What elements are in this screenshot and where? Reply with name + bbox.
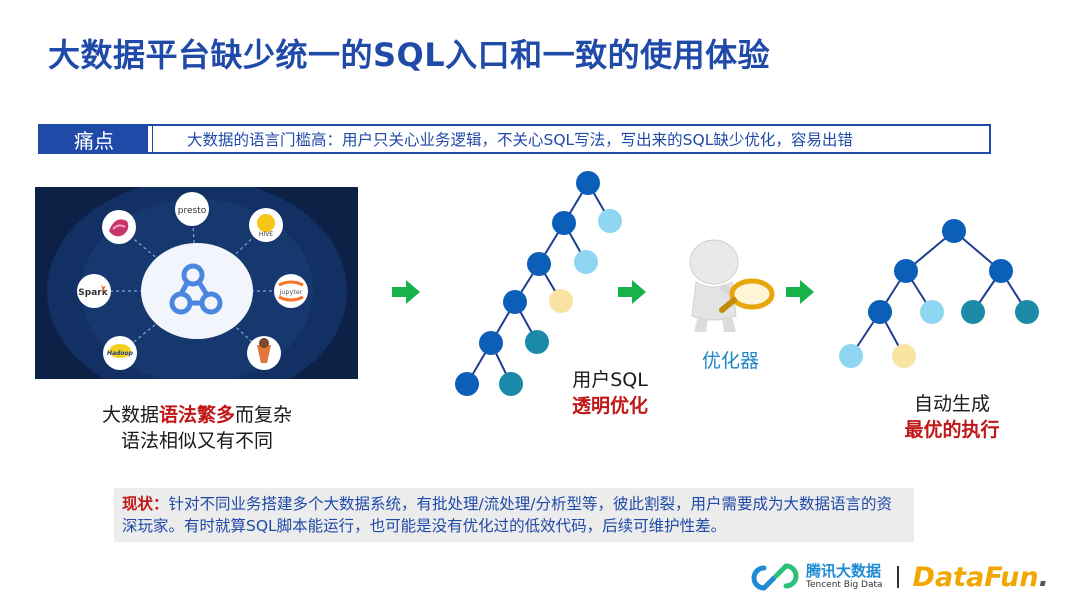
left-caption-line2: 语法相似又有不同 [120, 430, 273, 452]
tree-node [499, 372, 523, 396]
status-text: 针对不同业务搭建多个大数据系统，有批处理/流处理/分析型等，彼此割裂，用户需要成… [122, 495, 892, 535]
tree-node [574, 250, 598, 274]
engine-hive-label: HIVE [259, 231, 273, 238]
tree-node [839, 344, 863, 368]
user-sql-tree [455, 171, 622, 396]
unified-sql-logo-icon [169, 263, 223, 315]
flow-arrow-icon [618, 280, 646, 304]
tree-node [527, 252, 551, 276]
flow-arrow-icon [786, 280, 814, 304]
tencent-brand: 腾讯大数据 Tencent Big Data [806, 563, 883, 591]
tree-node [525, 330, 549, 354]
left-caption-highlight: 语法繁多 [158, 404, 235, 426]
tencent-cloud-logo-icon [751, 563, 799, 591]
tree-node [989, 259, 1013, 283]
engine-jupyter-label: jupyter [278, 288, 302, 296]
engine-spark-icon: Spark [77, 274, 111, 308]
status-box: 现状：针对不同业务搭建多个大数据系统，有批处理/流处理/分析型等，彼此割裂，用户… [114, 488, 914, 542]
pain-point-text: 大数据的语言门槛高：用户只关心业务逻辑，不关心SQL写法，写出来的SQL缺少优化… [152, 126, 989, 152]
left-caption-post: 而复杂 [235, 404, 293, 426]
hub-center [141, 243, 253, 339]
page-title: 大数据平台缺少统一的SQL入口和一致的使用体验 [48, 36, 771, 74]
optimizer-label: 优化器 [702, 350, 760, 372]
user-sql-caption: 用户SQL 透明优化 [555, 367, 665, 419]
engine-kafka-icon [247, 336, 281, 370]
tencent-sub: Tencent Big Data [806, 580, 883, 590]
engine-presto-icon: presto [175, 192, 209, 226]
tree-node [892, 344, 916, 368]
tree-node [549, 289, 573, 313]
tree-node [942, 219, 966, 243]
user-sql-caption-line2: 透明优化 [571, 395, 648, 417]
optimizer-magnifier-icon [689, 239, 775, 332]
tree-node [961, 300, 985, 324]
tree-node [598, 209, 622, 233]
user-sql-caption-line1: 用户SQL [572, 369, 648, 391]
engine-spark-label: Spark [78, 288, 108, 298]
datafun-name: DataFun [912, 561, 1039, 593]
footer-divider [896, 566, 899, 588]
tree-node [868, 300, 892, 324]
tree-node [503, 290, 527, 314]
tree-node [920, 300, 944, 324]
status-label: 现状： [122, 495, 169, 513]
datafun-logo: DataFun. [913, 562, 1049, 593]
auto-gen-caption-line1: 自动生成 [913, 393, 990, 415]
tree-node [576, 171, 600, 195]
auto-gen-caption: 自动生成 最优的执行 [888, 391, 1016, 443]
left-caption: 大数据语法繁多而复杂 语法相似又有不同 [83, 402, 311, 454]
datafun-dot: . [1038, 561, 1049, 593]
left-caption-pre: 大数据 [101, 404, 159, 426]
optimized-tree [839, 219, 1039, 368]
engine-presto-label: presto [178, 206, 207, 216]
engine-hadoop-label: Hadoop [107, 350, 134, 357]
optimized-tree-edges [850, 230, 1028, 357]
engine-flink-icon [102, 210, 136, 244]
tree-node [479, 331, 503, 355]
flow-arrow-icon [392, 280, 420, 304]
auto-gen-caption-line2: 最优的执行 [904, 419, 1000, 441]
tree-node [552, 211, 576, 235]
tencent-name: 腾讯大数据 [806, 562, 882, 580]
engine-hadoop-icon: Hadoop [103, 336, 137, 370]
tree-node [1015, 300, 1039, 324]
pain-point-label: 痛点 [40, 126, 148, 153]
tree-node [455, 372, 479, 396]
engine-jupyter-icon: jupyter [274, 274, 308, 308]
engine-hive-icon: HIVE [249, 208, 283, 242]
pain-point-bar: 痛点 大数据的语言门槛高：用户只关心业务逻辑，不关心SQL写法，写出来的SQL缺… [38, 124, 991, 154]
engine-hub-illustration: presto HIVE jupyter Hadoop Spark [35, 187, 358, 379]
footer-logos: 腾讯大数据 Tencent Big Data DataFun. [750, 560, 1049, 594]
tree-node [894, 259, 918, 283]
engine-hub-graphic: presto HIVE jupyter Hadoop Spark [47, 187, 347, 379]
